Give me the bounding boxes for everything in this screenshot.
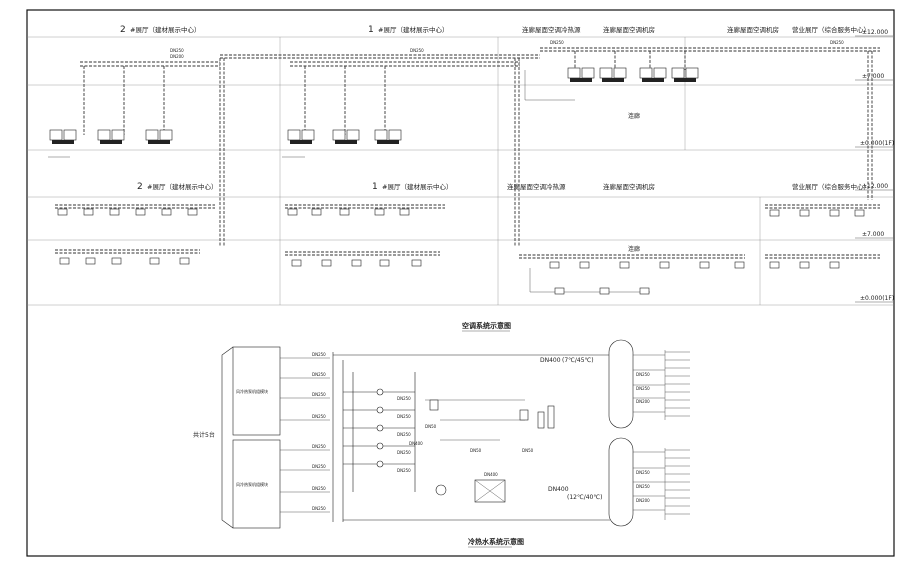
zone-2-label-lower: #展厅（建材展示中心） [147,182,217,191]
zone-2-number-lower: 2 [137,182,143,192]
branch-label: DN250 [312,372,326,377]
small-branch-label: DN50 [425,424,437,429]
ac-system-title: 空调系统示意图 [462,321,511,330]
service-hall-label: 营业展厅（综合服务中心） [792,25,870,34]
return-main-label: DN400 [548,486,569,493]
zone2-lower-units [55,204,215,265]
corridor-source-label: 连廊屋面空调冷热源 [522,25,581,34]
zone-1-number: 1 [368,25,374,35]
sheet-frame [26,9,895,557]
small-branch-label: DN50 [522,448,534,453]
water-treatment: DN50 DN50 DN50 DN400 [425,399,555,503]
branch-label: DN250 [312,486,326,491]
branch-label: DN250 [312,392,326,397]
branch-label: DN250 [312,444,326,449]
return-temp-label: (12℃/40℃) [567,494,602,501]
pipe-label: DN200 [170,54,184,59]
service-hall-lower-units [765,204,880,269]
corridor-source-label-lower: 连廊屋面空调冷热源 [507,182,566,191]
chiller-count-label: 共计5台 [193,431,215,439]
branch-label: DN250 [312,352,326,357]
pipe-label: DN250 [550,40,564,45]
zone1-upper-units [282,66,402,158]
corridor-label-upper: 连廊 [628,112,640,120]
ac-grid [27,36,894,306]
supply-main-label: DN400 [540,357,561,364]
zone-2-label: #展厅（建材展示中心） [130,25,200,34]
branch-label: DN250 [312,414,326,419]
zone-1-label-lower: #展厅（建材展示中心） [382,182,452,191]
level-upper-roof: ±12.000 [862,29,888,36]
buffer-tank-label: DN400 [484,472,498,477]
pump-label: DN250 [397,396,411,401]
upper-main-pipes [80,47,880,246]
dist-branch-label: DN250 [636,372,650,377]
chw-system-title: 冷热水系统示意图 [468,537,524,546]
pump-array: DN250 DN250 DN250 DN250 DN250 DN400 [343,372,423,492]
service-hall-label-lower: 营业展厅（综合服务中心） [792,182,870,191]
pipe-label: DN250 [170,48,184,53]
pump-label: DN250 [397,432,411,437]
lower-zone-headers: 2 #展厅（建材展示中心） 1 #展厅（建材展示中心） 连廊屋面空调冷热源 连廊… [137,182,870,192]
dist-branch-label: DN250 [636,484,650,489]
zone2-upper-units [48,66,173,158]
pump-label: DN250 [397,468,411,473]
upper-zone-headers: 2 #展厅（建材展示中心） 1 #展厅（建材展示中心） 连廊屋面空调冷热源 连廊… [120,25,870,35]
dist-branch-label: DN250 [636,470,650,475]
pump-label: DN250 [397,450,411,455]
corridor-plant-label-lower: 连廊屋面空调机房 [603,182,655,191]
level-markers: ±12.000 ±7.000 ±0.000(1F) ±12.000 ±7.000… [855,29,894,303]
level-lower-mid: ±7.000 [862,231,884,238]
pump-label: DN250 [397,414,411,419]
mid-main-label: DN400 [409,441,423,446]
level-lower-base: ±0.000(1F) [860,295,894,302]
corridor-lower-units: 连廊 [519,245,745,295]
level-upper-base: ±0.000(1F) [860,140,894,147]
level-upper-mid: ±7.000 [862,73,884,80]
branch-label: DN250 [312,506,326,511]
chiller-bank: 风冷热泵机组模块 风冷热泵机组模块 共计5台 [193,346,281,529]
corridor-plant-label-a: 连廊屋面空调机房 [603,25,655,34]
pipe-label: DN250 [410,48,424,53]
pipe-label: DN250 [830,40,844,45]
corridor-label-lower: 连廊 [628,245,640,253]
chiller-label-a: 风冷热泵机组模块 [236,388,268,394]
level-lower-roof: ±12.000 [862,183,888,190]
chiller-branches: DN250 DN250 DN250 DN250 DN250 DN250 DN25… [280,352,330,513]
corridor-plant-label-b: 连廊屋面空调机房 [727,25,779,34]
small-branch-label: DN50 [470,448,482,453]
dist-branch-label: DN250 [636,386,650,391]
zone-2-number: 2 [120,25,126,35]
zone-1-label: #展厅（建材展示中心） [378,25,448,34]
branch-label: DN250 [312,464,326,469]
dist-branch-label: DN200 [636,498,650,503]
distributors: DN250 DN250 DN200 DN250 DN250 DN200 [608,339,690,527]
chiller-label-b: 风冷热泵机组模块 [236,481,268,487]
zone-1-number-lower: 1 [372,182,378,192]
zone1-lower-units [285,204,445,267]
supply-temp-label: (7℃/45℃) [562,357,594,364]
dist-branch-label: DN200 [636,399,650,404]
upper-pipe-labels: DN250 DN200 DN250 DN250 DN250 [170,40,844,59]
chw-main-headers: DN400 (7℃/45℃) DN400 (12℃/40℃) [332,352,610,522]
corridor-upper-units: 连廊 [524,51,699,120]
